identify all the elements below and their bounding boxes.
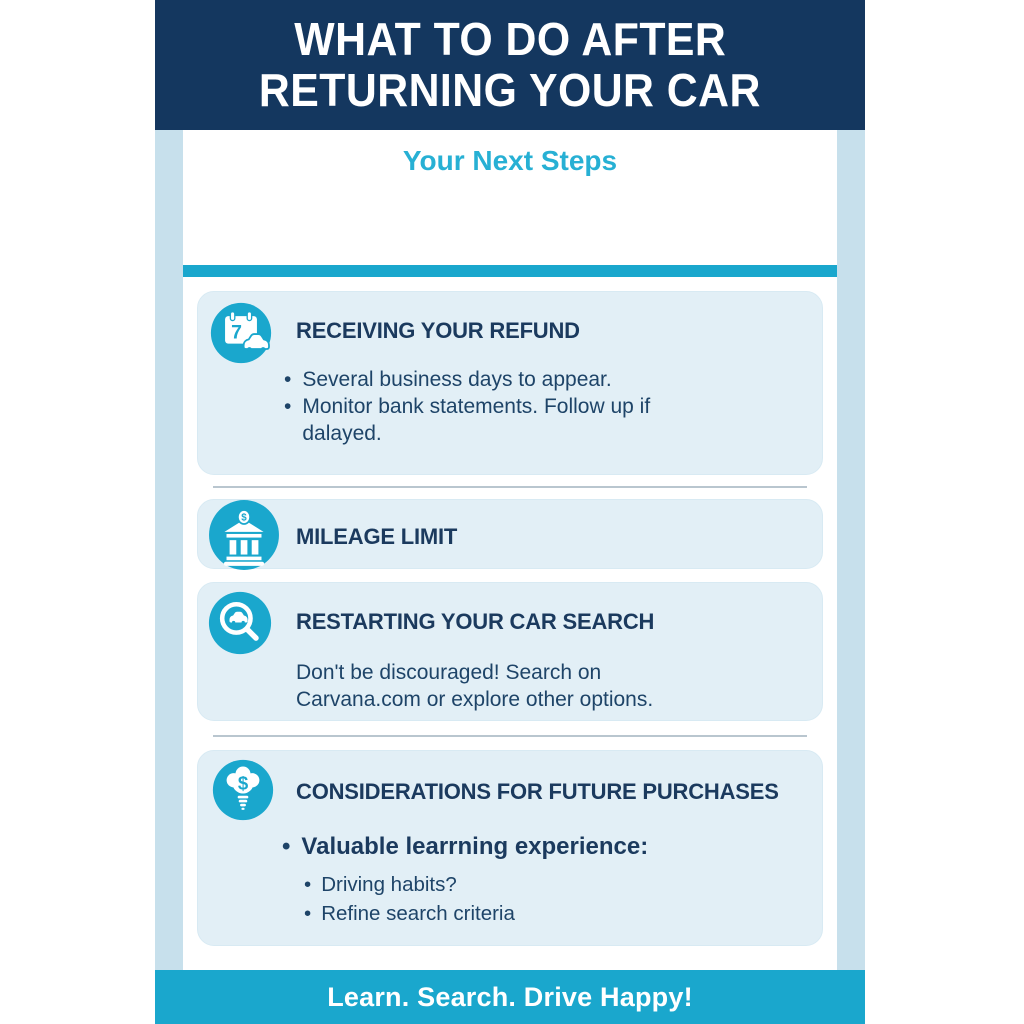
bank-building-icon: $ [208, 499, 280, 571]
accent-divider-bar [183, 265, 837, 277]
poster-subtitle: Your Next Steps [402, 145, 618, 176]
card-mileage-limit: $ MILEAGE LIMIT [197, 499, 823, 571]
section-heading-mileage: MILEAGE LIMIT [296, 524, 458, 549]
dollar-symbol: $ [238, 773, 249, 794]
poster-footer: Learn. Search. Drive Happy! [155, 970, 865, 1024]
bullet-text: Several business days to appear. [302, 368, 612, 391]
main-bullet-text: Valuable learrning experience: [301, 833, 649, 860]
section-heading-refund: RECEIVING YOUR REFUND [296, 318, 580, 343]
bullet-dot: • [282, 833, 291, 860]
list-item: • Refine search criteria [304, 900, 515, 929]
footer-tagline: Learn. Search. Drive Happy! [327, 981, 693, 1012]
calendar-number: 7 [231, 321, 242, 343]
card-separator [213, 735, 807, 737]
poster-body: Your Next Steps 7 [155, 130, 865, 970]
list-item: • Several business days to appear. [284, 366, 682, 393]
bullet-dot: • [284, 395, 292, 418]
bullet-dot: • [304, 901, 312, 925]
future-sub-bullet-list: • Driving habits? • Refine search criteria [304, 871, 515, 928]
section-heading-restart: RESTARTING YOUR CAR SEARCH [296, 609, 655, 634]
card-future-purchases: $ CONSIDERATIONS FOR FUTURE PURCHASES • … [197, 750, 823, 946]
bullet-text: Monitor bank statements. Follow up if da… [302, 395, 651, 445]
car-search-magnifier-icon [208, 591, 272, 655]
list-item: • Monitor bank statements. Follow up if d… [284, 393, 682, 447]
poster-header: WHAT TO DO AFTER RETURNING YOUR CAR [155, 0, 865, 130]
bullet-dot: • [284, 368, 292, 391]
restart-paragraph: Don't be discouraged! Search on Carvana.… [296, 661, 654, 711]
poster: WHAT TO DO AFTER RETURNING YOUR CAR Your… [155, 0, 865, 1024]
card-receiving-refund: 7 RECEIVING YOUR REFUND • Several busines… [197, 291, 823, 475]
page-title-line-2: RETURNING YOUR CAR [259, 64, 761, 116]
coin-symbol: $ [241, 513, 247, 524]
bullet-text: Driving habits? [321, 873, 457, 896]
page-title-line-1: WHAT TO DO AFTER [293, 13, 727, 65]
card-restart-search: RESTARTING YOUR CAR SEARCH Don't be disc… [197, 582, 823, 721]
section-cards: 7 RECEIVING YOUR REFUND • Several busines… [197, 291, 823, 946]
refund-bullet-list: • Several business days to appear. • Monit… [284, 366, 682, 447]
card-separator [213, 486, 807, 488]
main-bullet: • Valuable learrning experience: [282, 833, 648, 861]
lightbulb-dollar-icon: $ [212, 759, 274, 821]
section-heading-future: CONSIDERATIONS FOR FUTURE PURCHASES [296, 779, 779, 804]
list-item: • Driving habits? [304, 871, 515, 900]
calendar-day-car-icon: 7 [210, 302, 272, 364]
bullet-dot: • [304, 873, 312, 896]
bullet-text: Refine search criteria [321, 901, 515, 925]
